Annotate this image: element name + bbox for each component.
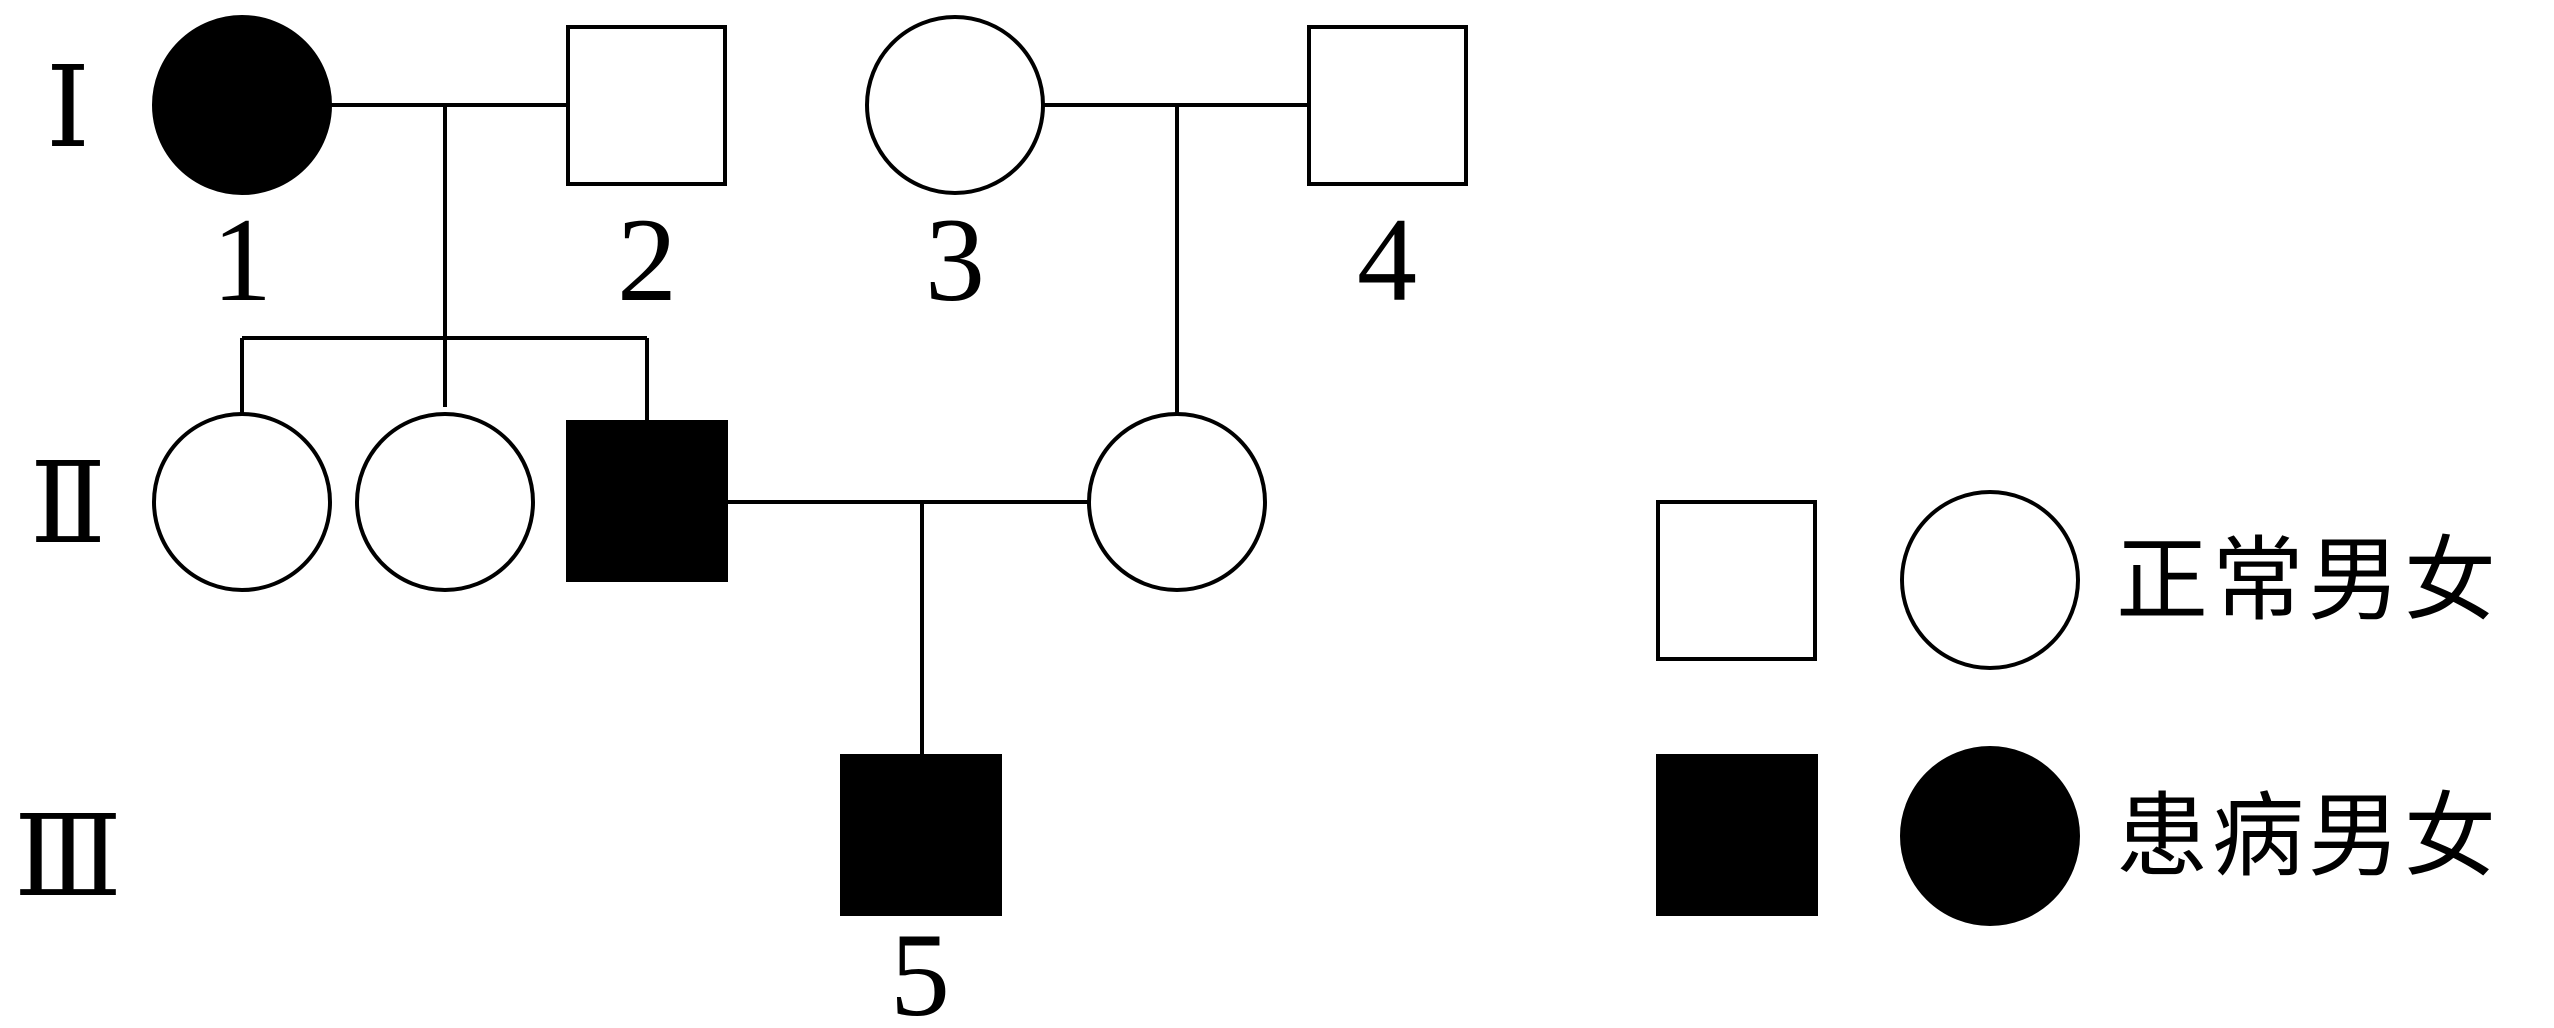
legend-affected-female-symbol: [1900, 746, 2080, 926]
legend-normal-label: 正常男女: [2116, 530, 2500, 632]
individual-iii5-number: 5: [890, 908, 950, 1028]
individual-i1-number: 1: [212, 193, 272, 326]
individual-i2-number: 2: [617, 193, 677, 326]
individual-ii1-normal-female: [152, 412, 332, 592]
individual-i3-number: 3: [925, 193, 985, 326]
legend-affected-male-symbol: [1656, 754, 1818, 916]
generation-label-3: Ⅲ: [14, 796, 122, 920]
individual-i1-affected-female: [152, 15, 332, 195]
legend-normal-male-symbol: [1656, 500, 1817, 661]
individual-i4-normal-male: [1307, 25, 1468, 186]
individual-iii5-affected-male: [840, 754, 1002, 916]
generation-label-2: Ⅱ: [30, 443, 106, 567]
connection-lines: [240, 103, 1309, 756]
generation-label-1: Ⅰ: [46, 47, 90, 171]
individual-i4-number: 4: [1357, 193, 1417, 326]
legend: 正常男女 患病男女: [1656, 490, 2500, 926]
individual-ii4-normal-female: [1087, 412, 1267, 592]
individual-ii3-affected-male: [566, 420, 728, 582]
legend-affected-label: 患病男女: [2116, 786, 2500, 888]
individual-i2-normal-male: [566, 25, 727, 186]
individual-i3-normal-female: [865, 15, 1045, 195]
legend-normal-female-symbol: [1900, 490, 2080, 670]
individual-ii2-normal-female: [355, 412, 535, 592]
